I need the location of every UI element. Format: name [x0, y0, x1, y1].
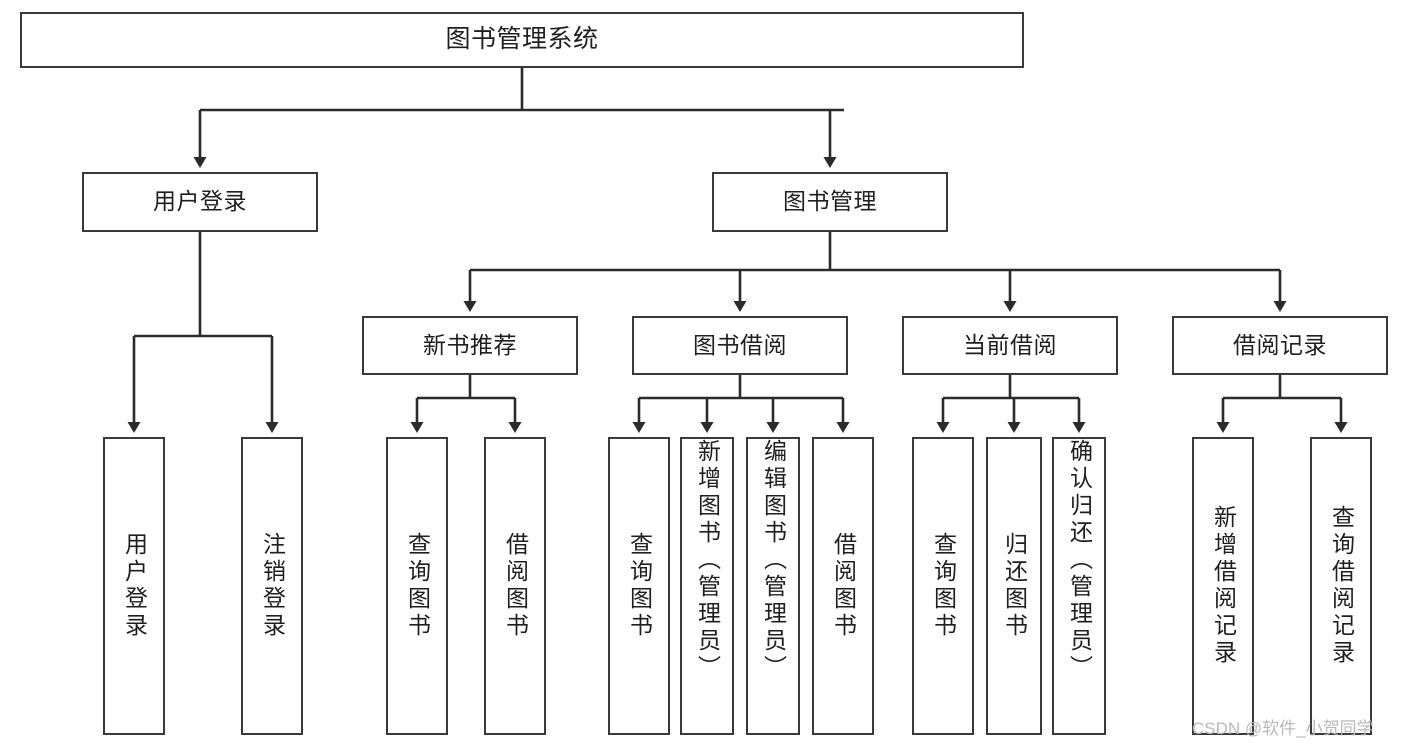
node-current-borrow-label: 当前借阅: [963, 331, 1057, 358]
node-borrow-records-label: 借阅记录: [1233, 331, 1327, 358]
leaf-newbook-query-book[interactable]: 查询图书: [386, 437, 448, 735]
leaf-borrow-edit-book-admin-label: 编辑图书（管理员）: [760, 439, 787, 682]
node-book-borrow[interactable]: 图书借阅: [632, 316, 848, 375]
leaf-current-query-book[interactable]: 查询图书: [912, 437, 974, 735]
leaf-newbook-borrow-book-label: 借阅图书: [502, 532, 529, 640]
node-book-management-label: 图书管理: [783, 188, 877, 215]
node-user-login-label: 用户登录: [153, 188, 247, 215]
leaf-borrow-add-book-admin[interactable]: 新增图书（管理员）: [680, 437, 734, 735]
leaf-current-return-book[interactable]: 归还图书: [986, 437, 1042, 735]
leaf-borrow-query-book-label: 查询图书: [626, 532, 653, 640]
leaf-current-query-book-label: 查询图书: [930, 532, 957, 640]
leaf-records-add-record-label: 新增借阅记录: [1210, 505, 1237, 667]
leaf-current-confirm-return-admin-label: 确认归还（管理员）: [1066, 439, 1093, 682]
leaf-borrow-lend-book-label: 借阅图书: [830, 532, 857, 640]
leaf-borrow-edit-book-admin[interactable]: 编辑图书（管理员）: [746, 437, 800, 735]
leaf-user-logout-label: 注销登录: [259, 532, 286, 640]
node-book-management[interactable]: 图书管理: [712, 172, 948, 232]
node-book-borrow-label: 图书借阅: [693, 331, 787, 358]
node-root[interactable]: 图书管理系统: [20, 12, 1024, 68]
leaf-user-logout[interactable]: 注销登录: [241, 437, 303, 735]
leaf-borrow-lend-book[interactable]: 借阅图书: [812, 437, 874, 735]
node-root-label: 图书管理系统: [445, 25, 599, 54]
leaf-user-login-label: 用户登录: [121, 532, 148, 640]
leaf-borrow-query-book[interactable]: 查询图书: [608, 437, 670, 735]
leaf-newbook-borrow-book[interactable]: 借阅图书: [484, 437, 546, 735]
leaf-records-add-record[interactable]: 新增借阅记录: [1192, 437, 1254, 735]
node-new-book-recommend[interactable]: 新书推荐: [362, 316, 578, 375]
leaf-current-return-book-label: 归还图书: [1001, 532, 1028, 640]
leaf-borrow-add-book-admin-label: 新增图书（管理员）: [694, 439, 721, 682]
node-user-login[interactable]: 用户登录: [82, 172, 318, 232]
node-current-borrow[interactable]: 当前借阅: [902, 316, 1118, 375]
leaf-records-query-record-label: 查询借阅记录: [1328, 505, 1355, 667]
leaf-user-login[interactable]: 用户登录: [103, 437, 165, 735]
csdn-watermark: CSDN @软件_小贺同学: [1192, 719, 1374, 738]
leaf-newbook-query-book-label: 查询图书: [404, 532, 431, 640]
leaf-current-confirm-return-admin[interactable]: 确认归还（管理员）: [1052, 437, 1106, 735]
node-borrow-records[interactable]: 借阅记录: [1172, 316, 1388, 375]
leaf-records-query-record[interactable]: 查询借阅记录: [1310, 437, 1372, 735]
node-new-book-recommend-label: 新书推荐: [423, 331, 517, 358]
